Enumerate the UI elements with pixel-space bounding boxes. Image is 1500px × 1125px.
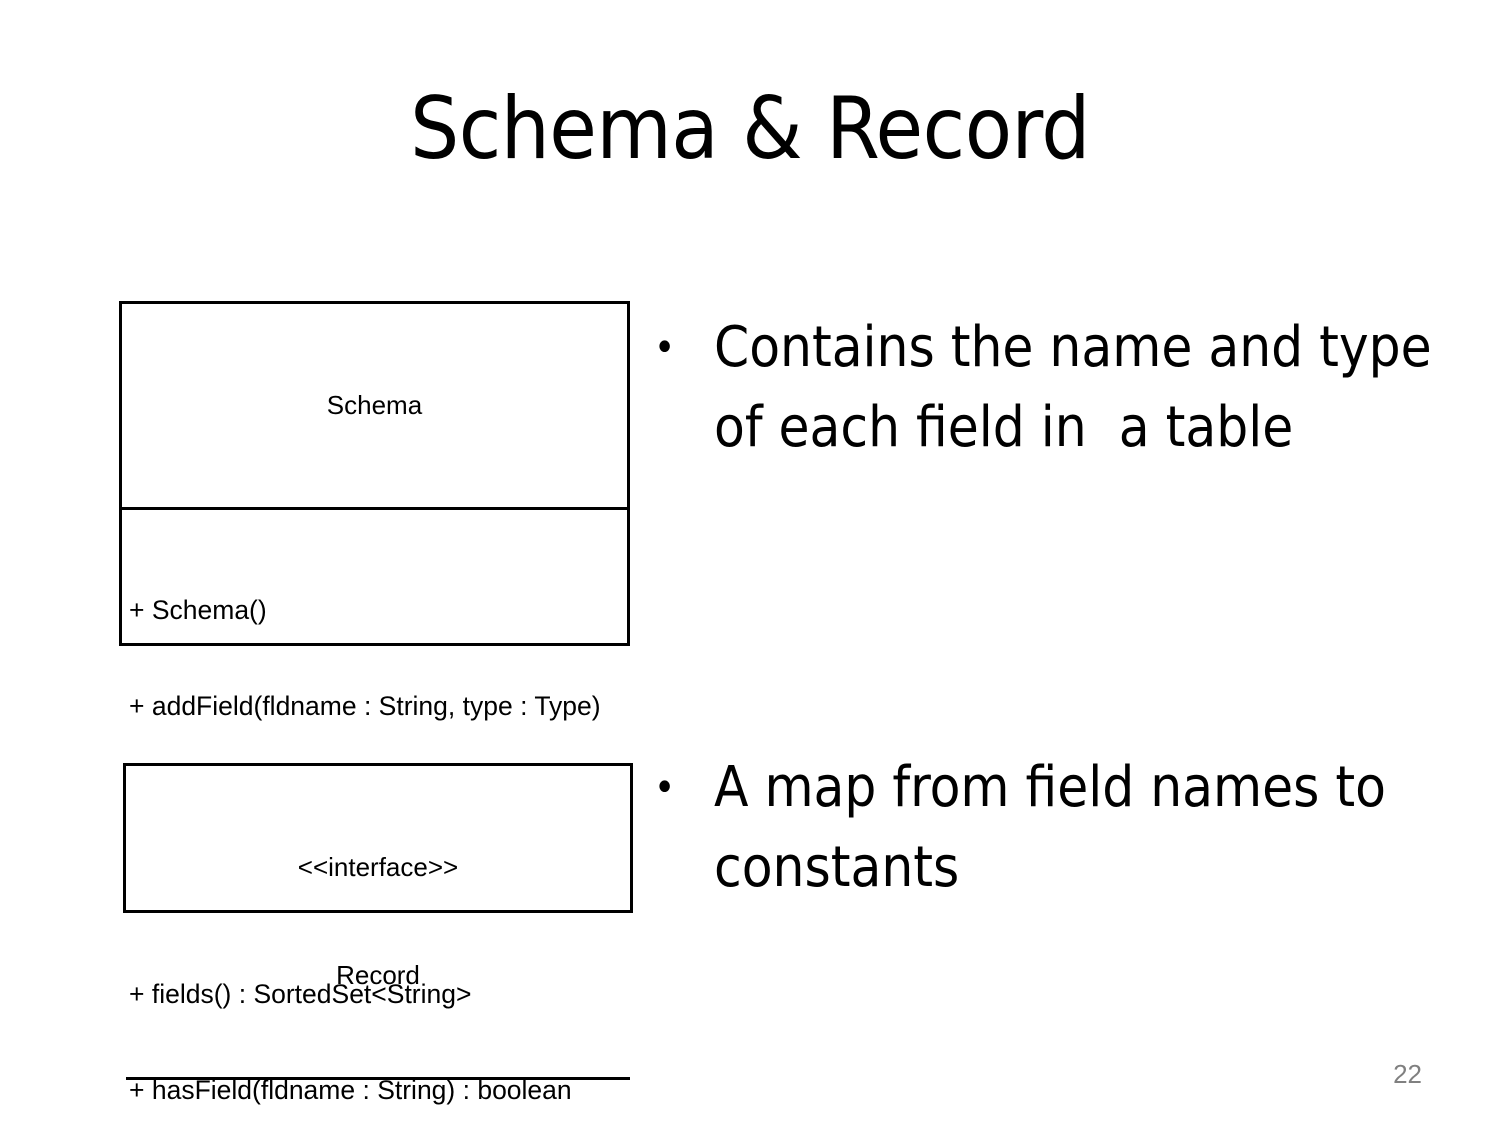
uml-method-row: + addField(fldname : String, type : Type… <box>129 691 601 721</box>
page-title: Schema & Record <box>410 79 1090 179</box>
bullet-list-bottom: • A map from field names to constants <box>650 748 1450 908</box>
uml-class-schema-header: Schema <box>122 304 627 510</box>
uml-class-schema: Schema + Schema() + addField(fldname : S… <box>119 301 630 1105</box>
bullet-text: A map from field names to constants <box>714 755 1402 900</box>
uml-interface-record-methods: + getVal(fldName : String) : Constant <box>126 1080 630 1125</box>
bullet-text: Contains the name and type of each field… <box>714 315 1448 460</box>
bullet-dot-icon: • <box>654 325 676 371</box>
bullet-item: • A map from field names to constants <box>650 748 1450 908</box>
page-number: 22 <box>1393 1059 1422 1089</box>
uml-class-schema-name: Schema <box>326 390 423 420</box>
uml-interface-record-name: Record <box>336 960 420 990</box>
bullet-item: • Contains the name and type of each fie… <box>650 308 1440 468</box>
uml-method-row: + Schema() <box>129 595 267 625</box>
uml-method-row: + fields() : SortedSet<String> <box>129 979 472 1009</box>
uml-method-row: + hasField(fldname : String) : boolean <box>129 1075 572 1105</box>
bullet-dot-icon: • <box>654 765 676 811</box>
bullet-list-top: • Contains the name and type of each fie… <box>650 308 1440 468</box>
uml-interface-record: <<interface>> Record + getVal(fldName : … <box>123 763 633 1080</box>
uml-interface-record-stereotype: <<interface>> <box>297 852 459 882</box>
uml-interface-record-header: <<interface>> Record <box>126 766 630 1080</box>
